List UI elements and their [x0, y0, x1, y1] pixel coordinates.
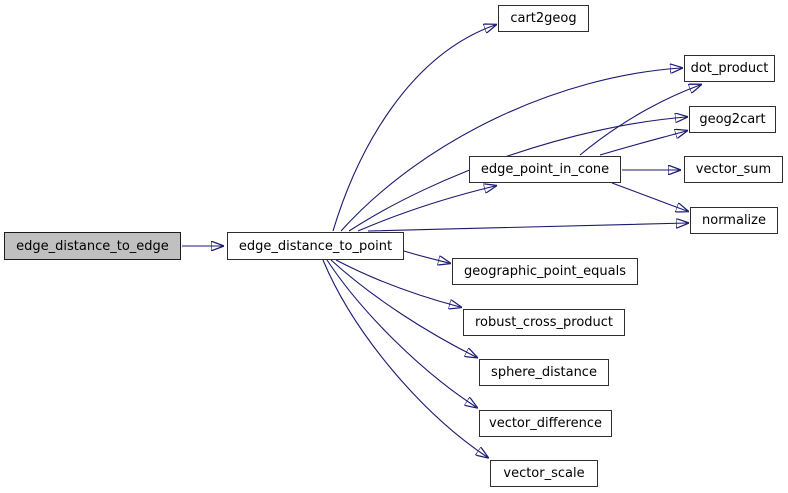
- edge-edge_distance_to_point-to-geog2cart: [348, 117, 686, 232]
- edge-edge_distance_to_point-to-edge_point_in_cone: [357, 186, 495, 232]
- node-label: vector_scale: [503, 466, 585, 481]
- node-vector_sum[interactable]: vector_sum: [684, 156, 783, 183]
- node-edge_point_in_cone[interactable]: edge_point_in_cone: [469, 156, 621, 183]
- node-vector_scale[interactable]: vector_scale: [490, 460, 598, 487]
- edge-edge_point_in_cone-to-dot_product: [579, 85, 700, 156]
- edge-edge_distance_to_point-to-dot_product: [340, 68, 681, 232]
- edge-edge_distance_to_point-to-normalize: [367, 223, 687, 232]
- edge-edge_distance_to_point-to-geographic_point_equals: [403, 250, 449, 263]
- node-robust_cross_product[interactable]: robust_cross_product: [463, 309, 625, 336]
- node-label: sphere_distance: [491, 365, 597, 380]
- edge-edge_distance_to_point-to-robust_cross_product: [335, 259, 460, 307]
- node-label: edge_point_in_cone: [480, 162, 610, 177]
- node-label: edge_distance_to_edge: [16, 238, 169, 254]
- node-cart2geog[interactable]: cart2geog: [498, 5, 589, 32]
- edge-edge_point_in_cone-to-geog2cart: [599, 131, 686, 156]
- edge-edge_distance_to_point-to-sphere_distance: [330, 259, 476, 357]
- edge-edge_distance_to_point-to-vector_scale: [322, 259, 487, 457]
- node-label: geog2cart: [699, 112, 766, 127]
- node-vector_difference[interactable]: vector_difference: [479, 410, 612, 437]
- node-label: dot_product: [690, 61, 769, 76]
- node-label: cart2geog: [510, 11, 577, 26]
- edge-edge_distance_to_point-to-cart2geog: [332, 25, 495, 232]
- node-sphere_distance[interactable]: sphere_distance: [479, 359, 609, 386]
- node-label: normalize: [702, 213, 766, 228]
- node-edge_distance_to_point[interactable]: edge_distance_to_point: [227, 232, 404, 260]
- node-normalize[interactable]: normalize: [690, 207, 778, 234]
- node-label: vector_sum: [695, 162, 772, 177]
- node-label: edge_distance_to_point: [238, 238, 393, 254]
- edge-edge_distance_to_point-to-vector_difference: [326, 259, 476, 407]
- node-geographic_point_equals[interactable]: geographic_point_equals: [452, 258, 638, 285]
- node-dot_product[interactable]: dot_product: [684, 55, 775, 82]
- node-label: geographic_point_equals: [463, 264, 626, 279]
- node-edge_distance_to_edge[interactable]: edge_distance_to_edge: [4, 232, 181, 260]
- node-label: robust_cross_product: [474, 315, 614, 330]
- node-geog2cart[interactable]: geog2cart: [689, 106, 776, 133]
- edge-edge_point_in_cone-to-normalize: [611, 182, 687, 211]
- node-label: vector_difference: [489, 416, 602, 431]
